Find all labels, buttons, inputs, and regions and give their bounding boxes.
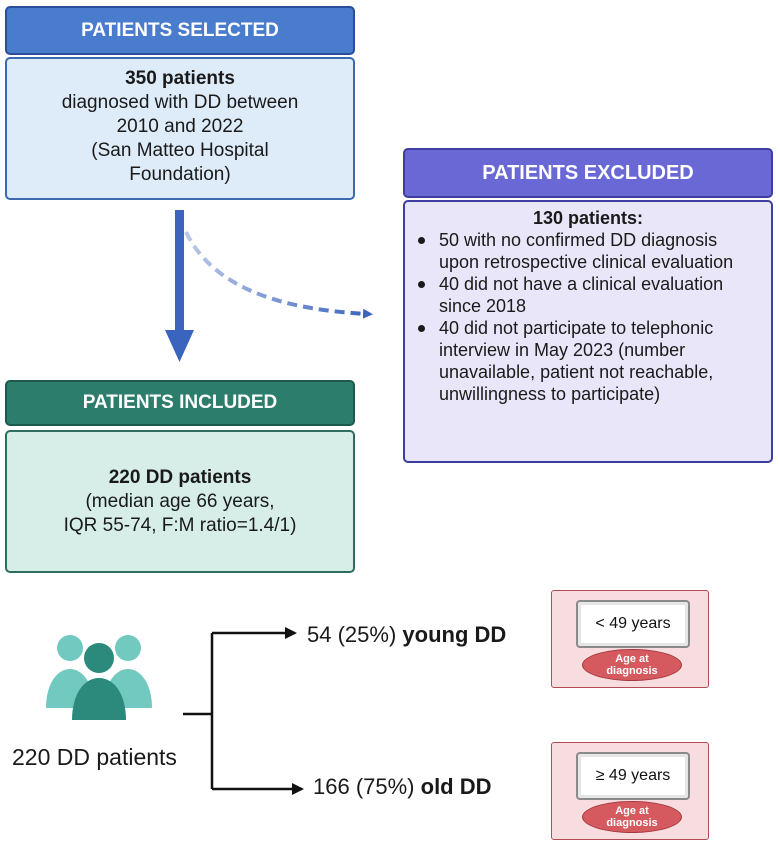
- included-header: PATIENTS INCLUDED: [5, 380, 355, 426]
- selected-count: 350 patients: [125, 68, 235, 89]
- down-arrow-icon: [165, 210, 194, 362]
- old-name: old DD: [420, 774, 492, 799]
- old-group-label: 166 (75%) old DD: [313, 774, 492, 800]
- young-age-value: < 49 years: [576, 600, 690, 648]
- young-count: 54 (25%): [307, 622, 403, 647]
- excluded-box: 130 patients: 50 with no confirmed DD di…: [403, 200, 773, 463]
- branch-arrow-icon: [183, 627, 304, 795]
- selected-line: diagnosed with DD between: [61, 92, 299, 113]
- old-age-value: ≥ 49 years: [576, 752, 690, 800]
- dashed-curved-arrow-icon: [184, 231, 373, 319]
- selected-header: PATIENTS SELECTED: [5, 6, 355, 55]
- badge-line: Age at: [615, 805, 649, 817]
- selected-line: 2010 and 2022: [116, 116, 244, 137]
- excluded-item: 50 with no confirmed DD diagnosis upon r…: [415, 229, 761, 273]
- badge-line: diagnosis: [606, 817, 658, 829]
- people-group-icon: [46, 635, 152, 720]
- included-count: 220 DD patients: [108, 467, 252, 488]
- excluded-count: 130 patients:: [532, 208, 644, 228]
- badge-line: diagnosis: [606, 665, 658, 677]
- young-name: young DD: [402, 622, 507, 647]
- excluded-list: 50 with no confirmed DD diagnosis upon r…: [415, 229, 761, 405]
- selected-box: 350 patients diagnosed with DD between 2…: [5, 57, 355, 200]
- excluded-item: 40 did not participate to telephonic int…: [415, 317, 761, 405]
- badge-line: Age at: [615, 653, 649, 665]
- excluded-item: 40 did not have a clinical evaluation si…: [415, 273, 761, 317]
- selected-line: Foundation): [129, 164, 231, 185]
- old-count: 166 (75%): [313, 774, 421, 799]
- included-line: IQR 55-74, F:M ratio=1.4/1): [63, 515, 297, 536]
- young-group-label: 54 (25%) young DD: [307, 622, 506, 648]
- included-box: 220 DD patients (median age 66 years, IQ…: [5, 430, 355, 573]
- included-line: (median age 66 years,: [85, 491, 275, 512]
- total-patients-label: 220 DD patients: [12, 744, 177, 770]
- excluded-header: PATIENTS EXCLUDED: [403, 148, 773, 198]
- selected-line: (San Matteo Hospital: [91, 140, 269, 161]
